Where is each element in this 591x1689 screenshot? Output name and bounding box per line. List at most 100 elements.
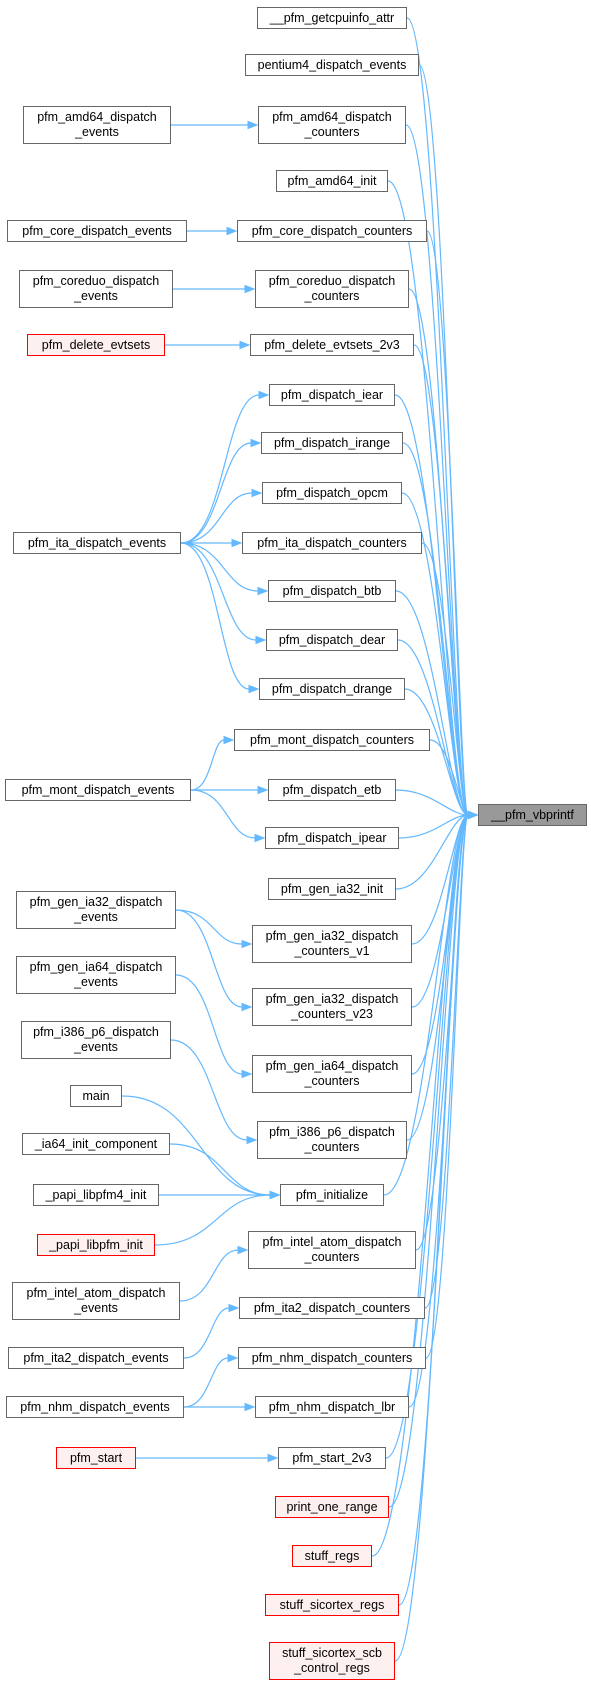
arrowhead-n7-to-n6 — [226, 226, 238, 236]
node-pfm-amd64-dispatch-events[interactable]: pfm_amd64_dispatch _events — [23, 106, 171, 144]
node-papi-libpfm4-init[interactable]: _papi_libpfm4_init — [33, 1184, 159, 1206]
node-pfm-ita2-dispatch-events[interactable]: pfm_ita2_dispatch_events — [8, 1347, 184, 1369]
node-pentium4-dispatch-events[interactable]: pentium4_dispatch_events — [245, 54, 419, 76]
node-pfm-gen-ia32-dispatch-counters-v1[interactable]: pfm_gen_ia32_dispatch _counters_v1 — [252, 925, 412, 963]
node-main[interactable]: main — [70, 1085, 122, 1107]
node-pfm-delete-evtsets-2v3[interactable]: pfm_delete_evtsets_2v3 — [250, 334, 414, 356]
edge-n6-to-root — [426, 230, 469, 816]
node-pfm-delete-evtsets[interactable]: pfm_delete_evtsets — [27, 334, 165, 356]
node-pfm-coreduo-dispatch-events[interactable]: pfm_coreduo_dispatch _events — [19, 270, 173, 308]
edge-n21-to-n20 — [190, 739, 225, 791]
edge-n24-to-root — [395, 814, 469, 890]
arrowhead-n42-to-n41 — [227, 1353, 239, 1363]
node-pfm-gen-ia64-dispatch-events[interactable]: pfm_gen_ia64_dispatch _events — [16, 956, 176, 994]
node-stuff-regs[interactable]: stuff_regs — [292, 1545, 372, 1567]
node-pfm-dispatch-drange[interactable]: pfm_dispatch_drange — [259, 678, 405, 700]
edge-n32-to-n33 — [121, 1095, 271, 1196]
arrowhead-n4-to-n3 — [247, 120, 259, 130]
arrowhead-n13-to-n12 — [258, 390, 270, 400]
arrowhead-n13-to-n17 — [257, 586, 269, 596]
arrowhead-n13-to-n19 — [248, 684, 260, 694]
edge-n26-to-n27 — [175, 909, 243, 1008]
edge-n13-to-n18 — [180, 542, 257, 641]
edge-n13-to-n12 — [180, 394, 260, 544]
node-pfm-gen-ia32-dispatch-events[interactable]: pfm_gen_ia32_dispatch _events — [16, 891, 176, 929]
node-print-one-range[interactable]: print_one_range — [275, 1496, 389, 1518]
node-pfm-ita-dispatch-events[interactable]: pfm_ita_dispatch_events — [13, 532, 181, 554]
node-stuff-sicortex-scb-control-regs[interactable]: stuff_sicortex_scb _control_regs — [269, 1642, 395, 1680]
edge-n46-to-root — [388, 814, 469, 1508]
edge-n44-to-root — [385, 814, 469, 1459]
node-pfm-nhm-dispatch-counters[interactable]: pfm_nhm_dispatch_counters — [238, 1347, 426, 1369]
node-pfm-i386-p6-dispatch-counters[interactable]: pfm_i386_p6_dispatch _counters — [257, 1121, 407, 1159]
node-pfm-dispatch-opcm[interactable]: pfm_dispatch_opcm — [262, 482, 402, 504]
node-pfm-start-2v3[interactable]: pfm_start_2v3 — [278, 1447, 386, 1469]
edge-n13-to-n17 — [180, 542, 259, 592]
node-pfm-nhm-dispatch-lbr[interactable]: pfm_nhm_dispatch_lbr — [255, 1396, 409, 1418]
edge-n22-to-root — [395, 789, 469, 816]
edge-n34-to-n33 — [169, 1143, 271, 1196]
arrowhead-n26-to-n25 — [241, 939, 253, 949]
edge-n47-to-root — [371, 814, 469, 1557]
node-pfm-core-dispatch-counters[interactable]: pfm_core_dispatch_counters — [237, 220, 427, 242]
arrowhead-n40-to-n39 — [228, 1303, 240, 1313]
arrowhead-n11-to-n10 — [239, 340, 251, 350]
arrowhead-n21-to-n22 — [257, 785, 269, 795]
arrowhead-n45-to-n44 — [267, 1453, 279, 1463]
node-pfm-ita-dispatch-counters[interactable]: pfm_ita_dispatch_counters — [242, 532, 422, 554]
arrowhead-n13-to-n15 — [251, 488, 263, 498]
node-pfm-gen-ia32-dispatch-counters-v23[interactable]: pfm_gen_ia32_dispatch _counters_v23 — [252, 988, 412, 1026]
node-pfm-start[interactable]: pfm_start — [56, 1447, 136, 1469]
node-pfm-gen-ia64-dispatch-counters[interactable]: pfm_gen_ia64_dispatch _counters — [252, 1055, 412, 1093]
edge-n17-to-root — [395, 590, 469, 816]
edge-n1-to-root — [406, 17, 469, 816]
node-pfm-nhm-dispatch-events[interactable]: pfm_nhm_dispatch_events — [6, 1396, 184, 1418]
arrowhead-n30-to-n31 — [246, 1135, 258, 1145]
node-pfm-dispatch-iear[interactable]: pfm_dispatch_iear — [269, 384, 395, 406]
node-pfm-mont-dispatch-counters[interactable]: pfm_mont_dispatch_counters — [234, 729, 430, 751]
arrowhead-n21-to-n20 — [223, 735, 235, 745]
arrowhead-n13-to-n18 — [255, 635, 267, 645]
node-pfm-dispatch-etb[interactable]: pfm_dispatch_etb — [268, 779, 396, 801]
edge-n26-to-n25 — [175, 909, 243, 945]
edge-n14-to-root — [402, 442, 469, 816]
node-pfm-mont-dispatch-events[interactable]: pfm_mont_dispatch_events — [5, 779, 191, 801]
edge-n42-to-n41 — [183, 1357, 229, 1408]
edge-n19-to-root — [404, 688, 469, 816]
arrowhead-n13-to-n14 — [250, 438, 262, 448]
node-pfm-dispatch-dear[interactable]: pfm_dispatch_dear — [266, 629, 398, 651]
edge-n40-to-n39 — [183, 1307, 230, 1359]
node-pfm-dispatch-irange[interactable]: pfm_dispatch_irange — [261, 432, 403, 454]
arrowhead-n13-to-n16 — [231, 538, 243, 548]
node-pfm-dispatch-btb[interactable]: pfm_dispatch_btb — [268, 580, 396, 602]
edge-n33-to-root — [383, 814, 469, 1196]
node-pfm-getcpuinfo-attr[interactable]: __pfm_getcpuinfo_attr — [257, 7, 407, 29]
node-stuff-sicortex-regs[interactable]: stuff_sicortex_regs — [265, 1594, 399, 1616]
arrowhead-n38-to-n37 — [237, 1245, 249, 1255]
arrowhead-n26-to-n27 — [241, 1002, 253, 1012]
node-pfm-dispatch-ipear[interactable]: pfm_dispatch_ipear — [265, 827, 399, 849]
node-pfm-amd64-dispatch-counters[interactable]: pfm_amd64_dispatch _counters — [258, 106, 406, 144]
node-pfm-core-dispatch-events[interactable]: pfm_core_dispatch_events — [7, 220, 187, 242]
arrowhead-n42-to-n43 — [244, 1402, 256, 1412]
edge-n23-to-root — [398, 814, 469, 839]
node-pfm-intel-atom-dispatch-events[interactable]: pfm_intel_atom_dispatch _events — [12, 1282, 180, 1320]
node-pfm-ita2-dispatch-counters[interactable]: pfm_ita2_dispatch_counters — [239, 1297, 425, 1319]
node-pfm-gen-ia32-init[interactable]: pfm_gen_ia32_init — [268, 878, 396, 900]
edge-n13-to-n14 — [180, 442, 252, 544]
node-papi-libpfm-init[interactable]: _papi_libpfm_init — [37, 1234, 155, 1256]
edge-n29-to-root — [411, 814, 469, 1075]
node-pfm-i386-p6-dispatch-events[interactable]: pfm_i386_p6_dispatch _events — [21, 1021, 171, 1059]
edge-n16-to-root — [421, 542, 469, 816]
node-pfm-coreduo-dispatch-counters[interactable]: pfm_coreduo_dispatch _counters — [255, 270, 409, 308]
node-pfm-initialize[interactable]: pfm_initialize — [280, 1184, 384, 1206]
edge-n20-to-root — [429, 739, 469, 816]
edge-n41-to-root — [425, 814, 469, 1359]
edge-n21-to-n23 — [190, 789, 256, 839]
arrowhead-n28-to-n29 — [241, 1069, 253, 1079]
node-ia64-init-component[interactable]: _ia64_init_component — [22, 1133, 170, 1155]
node-pfm-amd64-init[interactable]: pfm_amd64_init — [276, 170, 388, 192]
node-pfm-intel-atom-dispatch-counters[interactable]: pfm_intel_atom_dispatch _counters — [248, 1231, 416, 1269]
